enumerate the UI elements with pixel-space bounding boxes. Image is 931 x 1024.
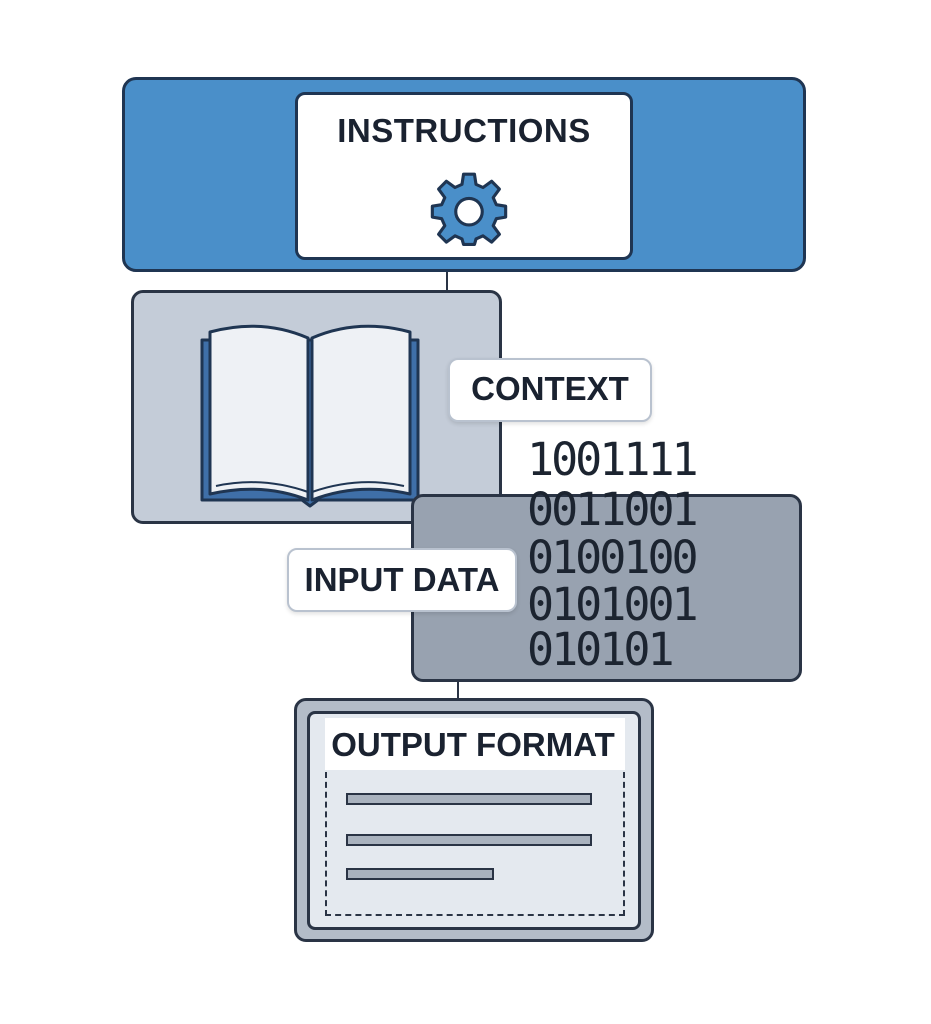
input-data-label-box bbox=[287, 548, 517, 612]
connector-instructions-context bbox=[446, 272, 448, 292]
output-format-label-box bbox=[325, 718, 625, 770]
binary-line: 0011001 bbox=[527, 483, 699, 536]
output-format-dashed-area bbox=[325, 772, 625, 916]
book-icon bbox=[200, 324, 420, 508]
context-label-box bbox=[448, 358, 652, 422]
connector-input-output bbox=[457, 682, 459, 700]
output-line bbox=[346, 868, 494, 880]
gear-icon bbox=[430, 172, 508, 246]
output-line bbox=[346, 793, 592, 805]
output-format-label: OUTPUT FORMAT bbox=[331, 726, 615, 763]
binary-line: 0101001 bbox=[527, 578, 699, 631]
binary-line: 010101 bbox=[527, 623, 675, 676]
binary-line: 1001111 bbox=[527, 433, 699, 486]
instructions-label: INSTRUCTIONS bbox=[337, 112, 591, 149]
output-line bbox=[346, 834, 592, 846]
binary-line: 0100100 bbox=[527, 531, 699, 584]
context-label: CONTEXT bbox=[471, 370, 629, 407]
input-data-label: INPUT DATA bbox=[304, 561, 500, 598]
